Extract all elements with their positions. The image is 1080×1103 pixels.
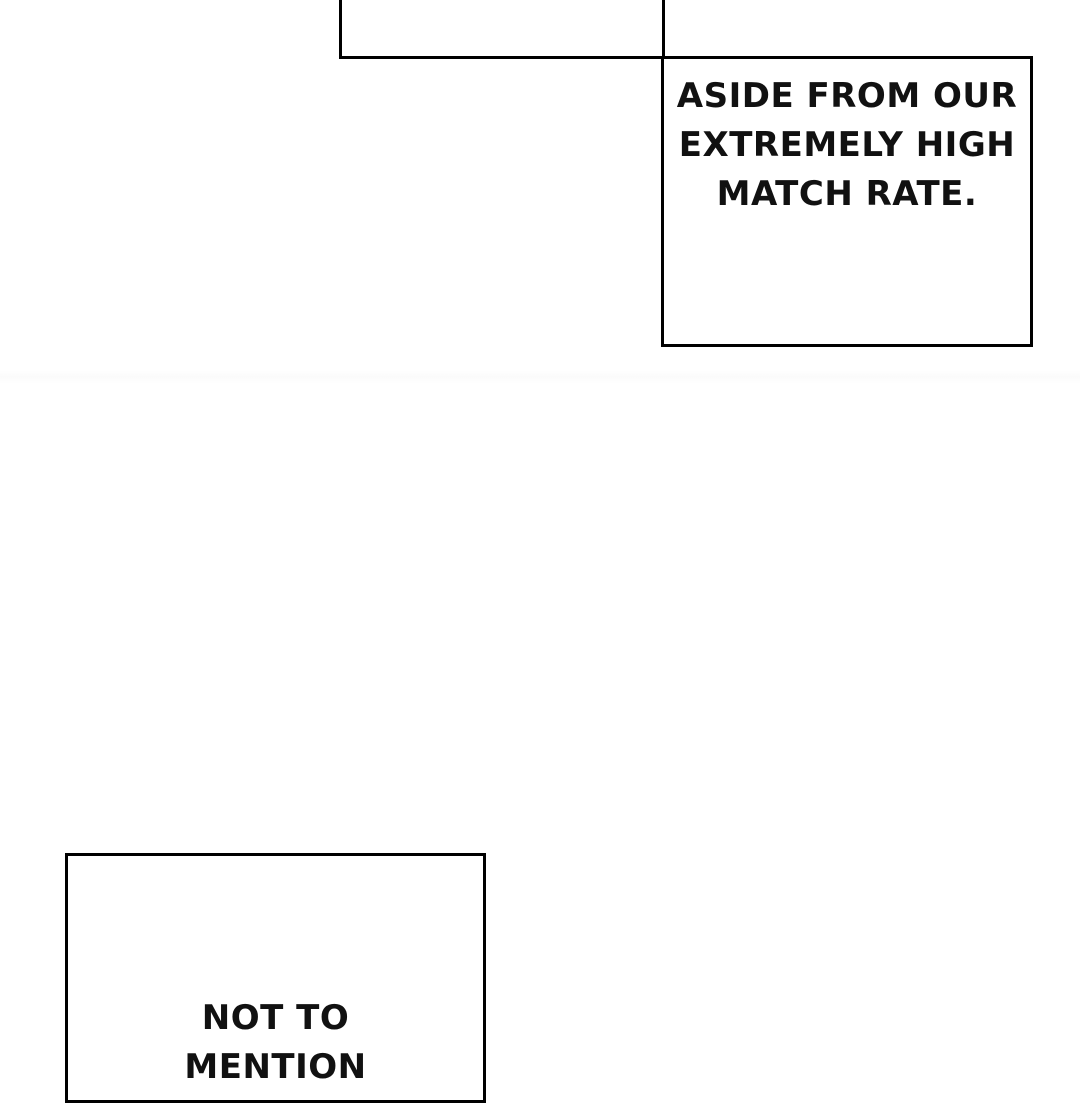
comic-panel-bottom-left	[65, 853, 486, 1103]
comic-panel-top-right	[661, 56, 1033, 347]
panel-joiner	[342, 0, 662, 56]
caption-line: MATCH RATE.	[716, 174, 978, 214]
caption-line: EXTREMELY HIGH	[678, 125, 1016, 165]
caption-box-top: ASIDE FROM OUR EXTREMELY HIGH MATCH RATE…	[661, 72, 1033, 219]
caption-line: ASIDE FROM OUR	[676, 76, 1018, 116]
panel-gutter-shade	[0, 370, 1080, 384]
caption-line: MENTION	[184, 1047, 367, 1087]
caption-box-bottom: NOT TO MENTION	[65, 994, 486, 1092]
caption-line: NOT TO	[201, 998, 350, 1038]
